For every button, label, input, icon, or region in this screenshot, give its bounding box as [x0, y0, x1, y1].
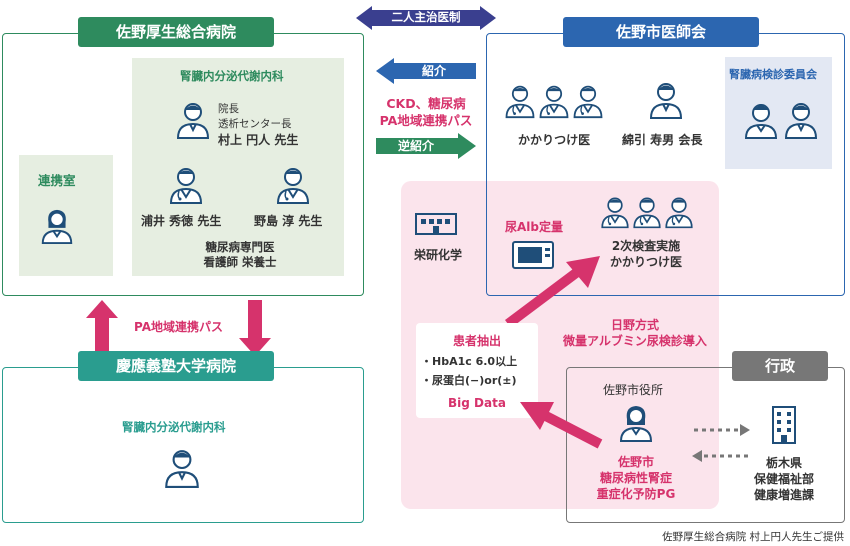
secondary-line-2: かかりつけ医: [609, 255, 683, 269]
pa-path-label: PA地域連携パス: [134, 320, 223, 334]
alb-test-label: 尿Alb定量: [505, 220, 563, 234]
reverse-referral-label: 逆紹介: [397, 139, 434, 153]
department-label: 腎臓内分泌代謝内科: [180, 69, 284, 83]
committee-label: 腎臓病検診委員会: [729, 68, 817, 81]
doctor-urai-name: 浦井 秀徳 先生: [141, 214, 222, 228]
pref-line-2: 保健福祉部: [753, 472, 814, 486]
president-label: 綿引 寿男 会長: [622, 133, 703, 147]
reverse-referral-arrow: [376, 133, 476, 159]
patient-box: [416, 323, 538, 418]
committee-panel: [725, 57, 832, 169]
path-label-2: PA地域連携パス: [379, 113, 473, 128]
lab-building-icon: [415, 213, 457, 235]
keio-title: 慶應義塾大学病院: [78, 351, 274, 381]
pa-arrows: [86, 300, 271, 356]
diagonal-arrow-left: [520, 402, 603, 449]
sano-kosei-title: 佐野厚生総合病院: [78, 17, 274, 47]
liaison-label: 連携室: [38, 173, 76, 188]
dual-arrow: [356, 6, 496, 30]
path-label-1: CKD、糖尿病: [386, 96, 466, 111]
program-line-1: 佐野市: [617, 455, 654, 469]
analyzer-icon: [512, 241, 554, 269]
keio-doctor-icon: [161, 445, 203, 491]
doctor-urai-icon: [166, 163, 206, 207]
prefecture-building-icon: [772, 406, 796, 444]
staff-line-2: 看護師 栄養士: [203, 255, 277, 269]
ishikai-title: 佐野市医師会: [563, 17, 759, 47]
staff-line-1: 糖尿病専門医: [205, 240, 275, 254]
patient-criteria-1: ・HbA1c 6.0以上: [421, 355, 518, 368]
referral-arrow: [376, 58, 476, 84]
program-line-2: 糖尿病性腎症: [599, 471, 672, 485]
director-name: 村上 円人 先生: [218, 133, 299, 147]
president-icon: [646, 78, 686, 122]
keio-department: 腎臓内分泌代謝内科: [122, 420, 226, 434]
program-line-3: 重症化予防PG: [596, 487, 676, 501]
pref-line-1: 栃木県: [765, 456, 802, 470]
patient-title: 患者抽出: [452, 334, 501, 348]
secondary-doctor-icon-2: [630, 192, 664, 232]
dotted-arrows: [692, 424, 750, 462]
committee-doctor-icon-2: [781, 97, 821, 143]
method-line-2: 微量アルブミン尿検診導入: [563, 334, 707, 348]
city-staff-icon: [616, 400, 656, 446]
diagonal-arrow-up: [505, 256, 600, 328]
referral-label: 紹介: [421, 64, 446, 78]
gyosei-title: 行政: [732, 351, 828, 381]
secondary-doctor-icon-3: [662, 192, 696, 232]
doctor-nojima-icon: [273, 163, 313, 207]
credit-text: 佐野厚生総合病院 村上円人先生ご提供: [662, 531, 844, 543]
secondary-line-1: 2次検査実施: [611, 239, 681, 253]
lab-label: 栄研化学: [414, 248, 463, 262]
director-role-2: 透析センター長: [218, 118, 292, 130]
liaison-panel: [19, 155, 113, 276]
pref-line-3: 健康増進課: [753, 488, 814, 502]
director-icon: [173, 98, 213, 142]
dual-label: 二人主治医制: [391, 10, 461, 24]
keio-frame: [2, 367, 364, 523]
director-role-1: 院長: [218, 103, 239, 115]
kakaritsuke-icon-1: [502, 80, 538, 122]
kakaritsuke-icon-2: [536, 80, 572, 122]
department-panel: [132, 58, 344, 276]
method-line-1: 日野方式: [610, 318, 659, 332]
doctor-nojima-name: 野島 淳 先生: [254, 214, 323, 228]
liaison-staff-icon: [38, 203, 76, 249]
committee-doctor-icon-1: [741, 97, 781, 143]
gyosei-frame: [566, 367, 845, 523]
city-office-label: 佐野市役所: [603, 383, 664, 397]
kakaritsuke-icon-3: [570, 80, 606, 122]
kakaritsuke-label: かかりつけ医: [518, 133, 591, 147]
patient-criteria-2: ・尿蛋白(−)or(±): [421, 374, 517, 387]
secondary-doctor-icon-1: [598, 192, 632, 232]
big-data-label: Big Data: [448, 396, 506, 410]
